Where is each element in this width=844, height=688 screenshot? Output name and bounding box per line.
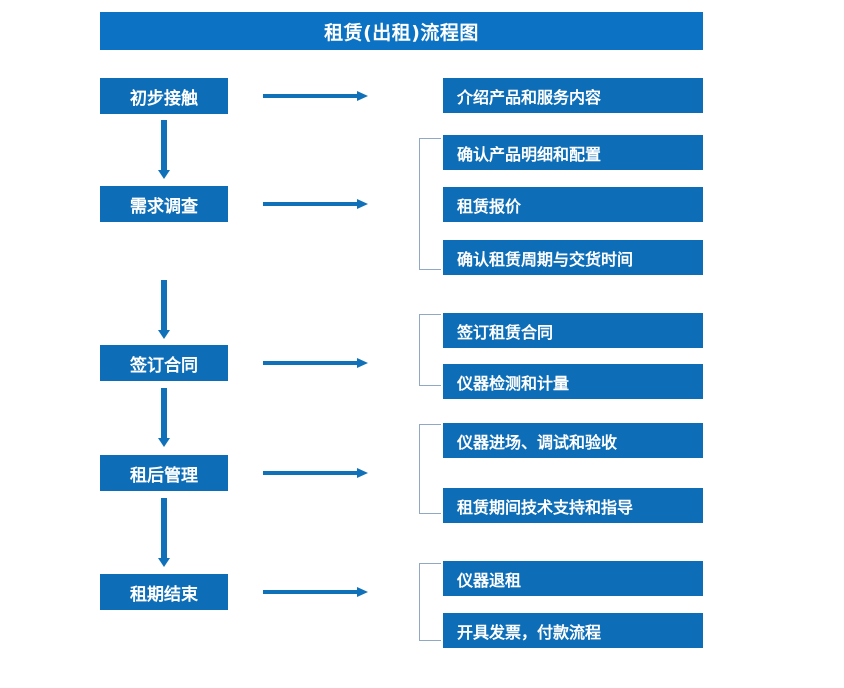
bracket-icon-3 [419, 424, 441, 514]
arrow-head [357, 91, 368, 101]
bracket-icon-2 [419, 314, 441, 386]
arrow-head [158, 170, 170, 179]
arrow-down-icon-1 [158, 120, 170, 180]
arrow-head [357, 358, 368, 368]
stage-box-5[interactable]: 租期结束 [100, 574, 228, 610]
arrow-shaft [263, 94, 358, 98]
detail-box-10[interactable]: 开具发票，付款流程 [443, 613, 703, 648]
arrow-shaft [263, 361, 358, 365]
stage-box-3[interactable]: 签订合同 [100, 345, 228, 381]
detail-box-9[interactable]: 仪器退租 [443, 561, 703, 596]
arrow-head [158, 438, 170, 447]
arrow-shaft [161, 388, 167, 438]
arrow-right-icon-5 [263, 586, 368, 598]
arrow-shaft [161, 120, 167, 170]
stage-box-2[interactable]: 需求调查 [100, 186, 228, 222]
arrow-down-icon-2 [158, 280, 170, 340]
stage-box-1[interactable]: 初步接触 [100, 78, 228, 114]
arrow-right-icon-4 [263, 467, 368, 479]
detail-box-4[interactable]: 确认租赁周期与交货时间 [443, 240, 703, 275]
detail-box-1[interactable]: 介绍产品和服务内容 [443, 78, 703, 113]
arrow-shaft [263, 202, 358, 206]
arrow-right-icon-3 [263, 357, 368, 369]
arrow-right-icon-2 [263, 198, 368, 210]
detail-box-8[interactable]: 租赁期间技术支持和指导 [443, 488, 703, 523]
arrow-right-icon-1 [263, 90, 368, 102]
arrow-head [357, 468, 368, 478]
bracket-icon-1 [419, 138, 441, 270]
arrow-down-icon-3 [158, 388, 170, 448]
arrow-head [158, 330, 170, 339]
detail-box-5[interactable]: 签订租赁合同 [443, 313, 703, 348]
page-title: 租赁(出租)流程图 [100, 12, 703, 50]
detail-box-2[interactable]: 确认产品明细和配置 [443, 135, 703, 170]
bracket-icon-4 [419, 563, 441, 641]
arrow-shaft [161, 498, 167, 558]
arrow-shaft [263, 471, 358, 475]
arrow-down-icon-4 [158, 498, 170, 568]
detail-box-6[interactable]: 仪器检测和计量 [443, 364, 703, 399]
arrow-shaft [161, 280, 167, 330]
arrow-shaft [263, 590, 358, 594]
detail-box-7[interactable]: 仪器进场、调试和验收 [443, 423, 703, 458]
arrow-head [357, 199, 368, 209]
stage-box-4[interactable]: 租后管理 [100, 455, 228, 491]
arrow-head [158, 558, 170, 567]
arrow-head [357, 587, 368, 597]
detail-box-3[interactable]: 租赁报价 [443, 187, 703, 222]
